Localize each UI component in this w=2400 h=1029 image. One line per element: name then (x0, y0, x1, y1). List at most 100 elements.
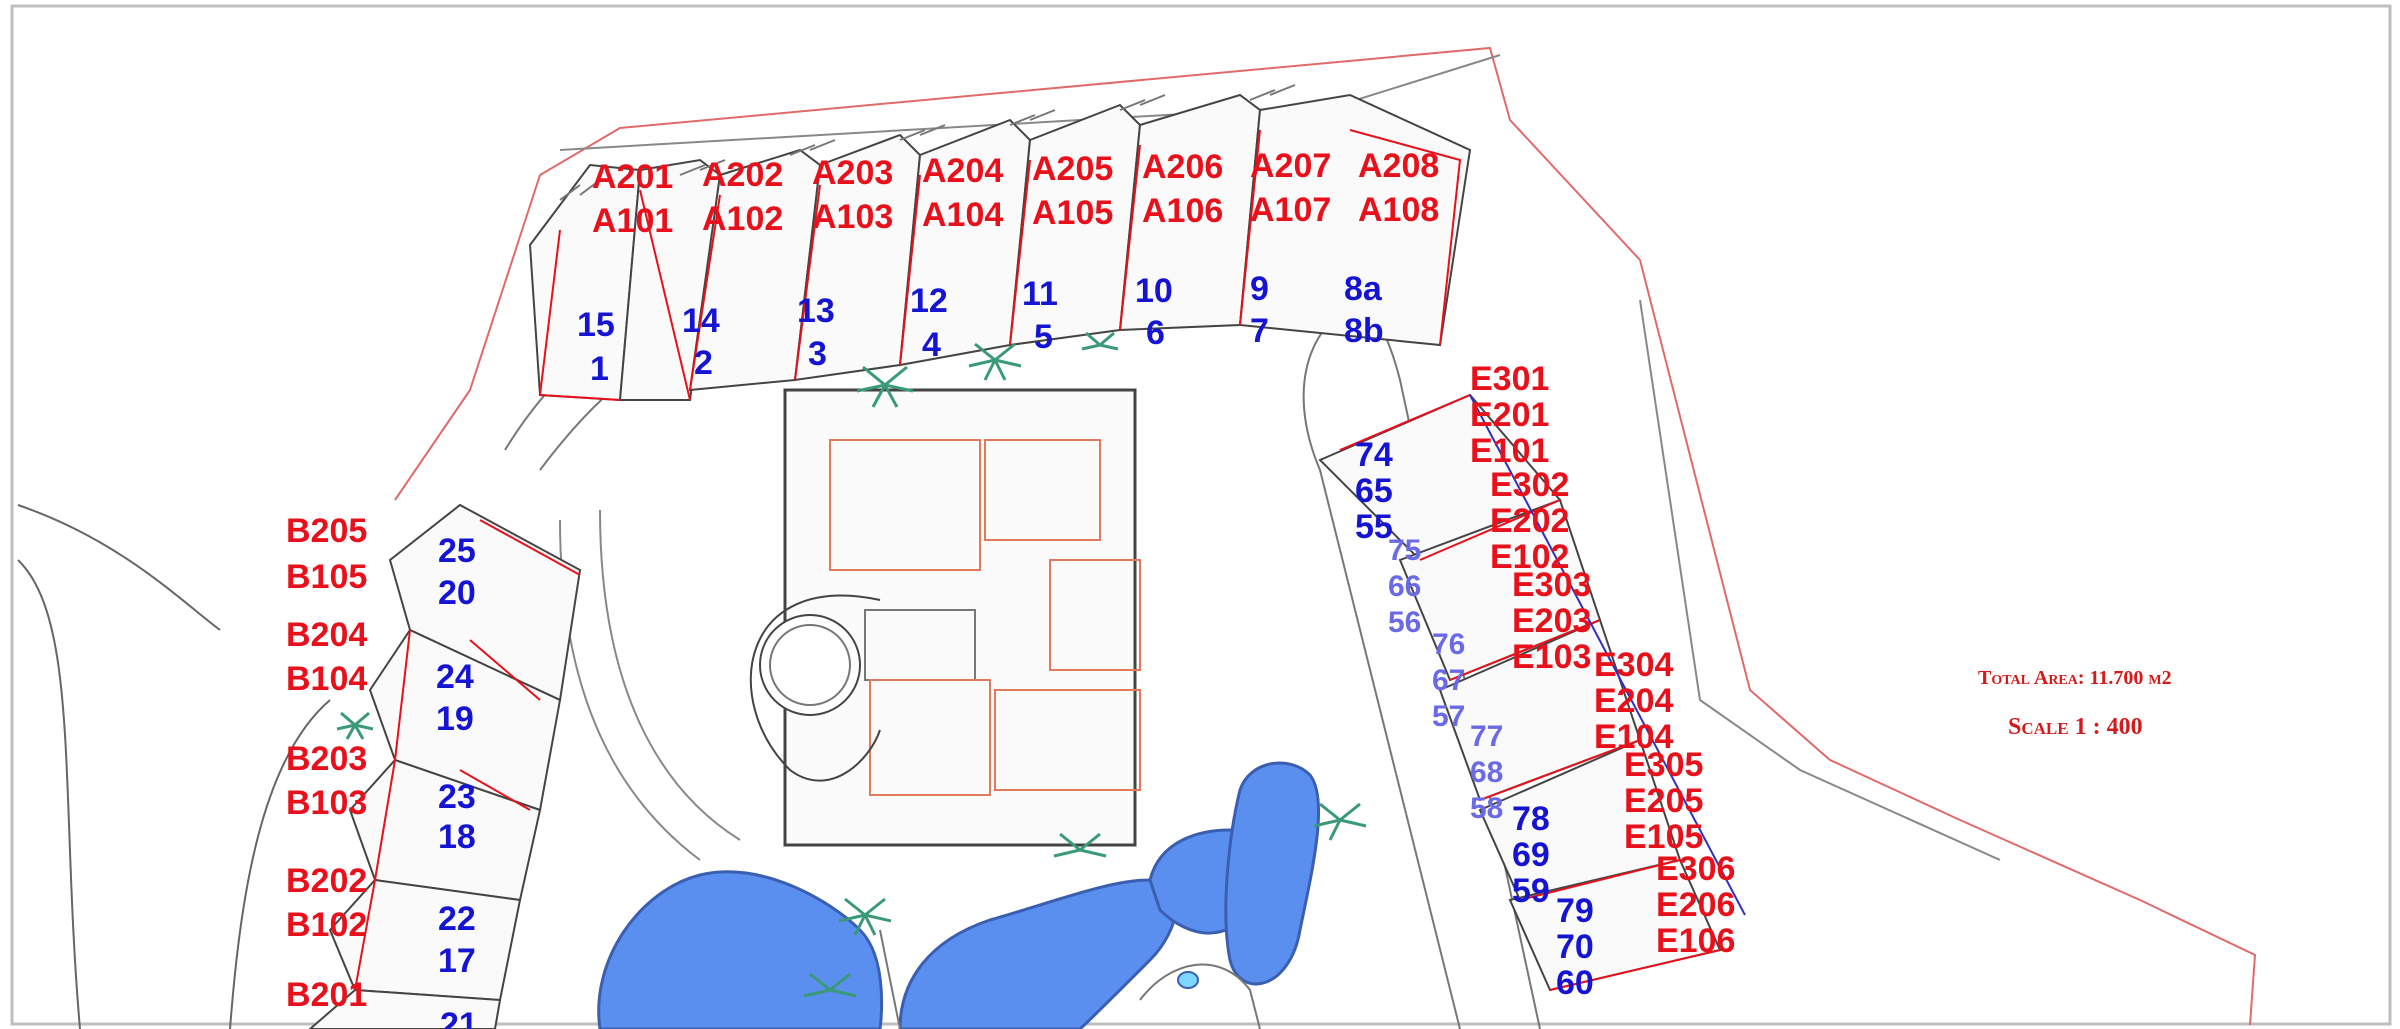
unit-code-a105: A105 (1032, 194, 1113, 232)
block-a-labels: A201 A202 A203 A204 A205 A206 A207 A208 … (577, 147, 1439, 388)
unit-number-23: 23 (438, 778, 476, 816)
unit-code-b104: B104 (286, 660, 367, 698)
unit-code-a106: A106 (1142, 192, 1223, 230)
unit-number-67: 67 (1432, 664, 1465, 697)
unit-code-a101: A101 (592, 202, 673, 240)
pool-center (898, 878, 1178, 1029)
unit-number-15: 15 (577, 306, 615, 344)
unit-code-e102: E102 (1490, 538, 1569, 576)
unit-code-e301: E301 (1470, 360, 1549, 398)
curved-road (17, 504, 331, 1029)
unit-number-7: 7 (1250, 312, 1269, 350)
unit-number-12: 12 (910, 282, 948, 320)
unit-number-14: 14 (682, 302, 720, 340)
unit-code-a102: A102 (702, 200, 783, 238)
unit-number-56: 56 (1388, 606, 1421, 639)
unit-code-b102: B102 (286, 906, 367, 944)
unit-code-e103: E103 (1512, 638, 1591, 676)
unit-number-55: 55 (1355, 508, 1393, 546)
pool-left (597, 870, 884, 1029)
unit-number-4: 4 (922, 326, 941, 364)
property-boundary (394, 46, 2257, 1026)
unit-number-2: 2 (694, 344, 713, 382)
unit-number-59: 59 (1512, 872, 1550, 910)
unit-number-6: 6 (1146, 314, 1165, 352)
unit-code-b103: B103 (286, 784, 367, 822)
unit-number-76: 76 (1432, 628, 1465, 661)
unit-code-a107: A107 (1250, 191, 1331, 229)
unit-code-a207: A207 (1250, 147, 1331, 185)
unit-code-a108: A108 (1358, 191, 1439, 229)
unit-code-b202: B202 (286, 862, 367, 900)
block-e-labels: E301 E201 E101 E302 E202 E102 E303 E203 … (1355, 360, 1735, 1002)
unit-code-a201: A201 (592, 158, 673, 196)
scale-label: Scale 1 : 400 (2008, 714, 2143, 740)
unit-code-a104: A104 (922, 196, 1003, 234)
unit-number-9: 9 (1250, 270, 1269, 308)
unit-number-70: 70 (1556, 928, 1594, 966)
unit-number-78: 78 (1512, 800, 1550, 838)
unit-number-68: 68 (1470, 756, 1503, 789)
unit-number-60: 60 (1556, 964, 1594, 1002)
block-b (308, 503, 582, 1029)
block-a (528, 93, 1472, 402)
unit-code-b105: B105 (286, 558, 367, 596)
unit-number-18: 18 (438, 818, 476, 856)
unit-number-65: 65 (1355, 472, 1393, 510)
unit-number-66: 66 (1388, 570, 1421, 603)
unit-number-5: 5 (1034, 318, 1053, 356)
unit-code-e105: E105 (1624, 818, 1703, 856)
unit-number-79: 79 (1556, 892, 1594, 930)
unit-number-74: 74 (1355, 436, 1393, 474)
unit-number-25: 25 (438, 532, 476, 570)
block-e-outline (1469, 394, 1746, 916)
unit-code-b203: B203 (286, 740, 367, 778)
block-e (1318, 393, 1722, 992)
unit-code-e305: E305 (1624, 746, 1703, 784)
unit-number-20: 20 (438, 574, 476, 612)
unit-number-10: 10 (1135, 272, 1173, 310)
unit-number-11: 11 (1022, 275, 1058, 313)
unit-code-e303: E303 (1512, 566, 1591, 604)
unit-code-b204: B204 (286, 616, 367, 654)
unit-number-58: 58 (1470, 792, 1503, 825)
unit-number-21: 21 (440, 1006, 478, 1029)
pool-feature (1177, 971, 1199, 989)
unit-number-69: 69 (1512, 836, 1550, 874)
unit-code-e201: E201 (1470, 396, 1549, 434)
unit-code-a206: A206 (1142, 148, 1223, 186)
unit-number-75: 75 (1388, 534, 1421, 567)
unit-code-a103: A103 (812, 198, 893, 236)
unit-number-57: 57 (1432, 700, 1465, 733)
clubhouse (749, 388, 1141, 847)
unit-number-13: 13 (797, 292, 835, 330)
unit-code-a202: A202 (702, 156, 783, 194)
unit-code-e206: E206 (1656, 886, 1735, 924)
block-a-stairs (559, 84, 1296, 201)
block-b-labels: B205 B105 B204 B104 B203 B103 B202 B102 … (286, 512, 478, 1029)
unit-number-8b: 8b (1344, 312, 1384, 350)
unit-code-e101: E101 (1470, 432, 1549, 470)
unit-number-77: 77 (1470, 720, 1503, 753)
unit-number-19: 19 (436, 700, 474, 738)
unit-code-a204: A204 (922, 152, 1003, 190)
unit-number-1: 1 (590, 350, 609, 388)
unit-code-e304: E304 (1594, 646, 1673, 684)
block-e-facade (1339, 394, 1721, 991)
unit-number-22: 22 (438, 900, 476, 938)
pool-right (1224, 761, 1321, 986)
unit-number-3: 3 (808, 335, 827, 373)
unit-number-17: 17 (438, 942, 476, 980)
pool-complex (597, 761, 1321, 1029)
total-area-label: Total Area: 11.700 m2 (1978, 667, 2172, 689)
plan-legend: Total Area: 11.700 m2 Scale 1 : 400 (1978, 667, 2172, 740)
pool-deck (879, 929, 1261, 1029)
palm-trees (336, 331, 1367, 998)
unit-code-a205: A205 (1032, 150, 1113, 188)
unit-code-b201: B201 (286, 976, 367, 1014)
unit-code-e202: E202 (1490, 502, 1569, 540)
unit-code-a203: A203 (812, 154, 893, 192)
unit-code-a208: A208 (1358, 147, 1439, 185)
unit-code-e306: E306 (1656, 850, 1735, 888)
